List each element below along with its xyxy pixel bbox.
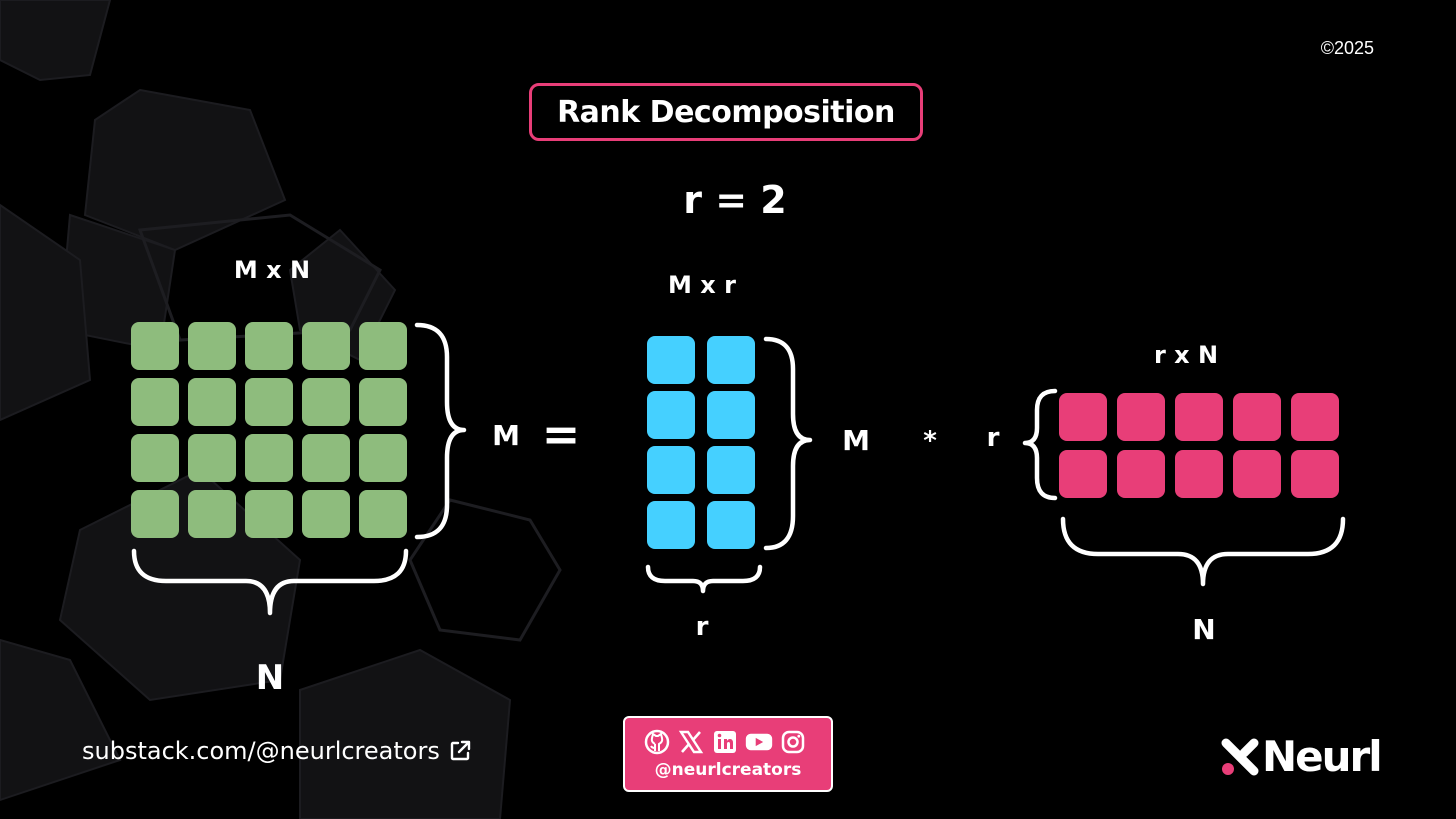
matrix-m-cell <box>131 490 179 538</box>
matrix-a-cell <box>707 336 755 384</box>
matrix-m-cell <box>188 378 236 426</box>
matrix-b-cell <box>1233 393 1281 441</box>
matrix-b-left-brace <box>1022 388 1058 501</box>
matrix-b-cell <box>1233 450 1281 498</box>
matrix-m-cell <box>245 378 293 426</box>
matrix-a-cell <box>707 501 755 549</box>
matrix-m-bottom-label: N <box>255 658 285 698</box>
matrix-b-cell <box>1291 450 1339 498</box>
matrix-b-bottom-label: N <box>1192 613 1216 646</box>
matrix-a-cell <box>647 391 695 439</box>
matrix-m-cell <box>188 322 236 370</box>
matrix-b-cell <box>1291 393 1339 441</box>
social-badge[interactable]: @neurlcreators <box>623 716 833 792</box>
matrix-m-cell <box>131 322 179 370</box>
neurl-logo-text: Neurl <box>1262 732 1383 781</box>
matrix-b-cell <box>1175 450 1223 498</box>
github-icon[interactable] <box>643 728 671 756</box>
multiply-sign: * <box>923 426 937 456</box>
matrix-m-side-label: M <box>492 419 520 452</box>
matrix-m-cell <box>245 434 293 482</box>
rank-expression: r = 2 <box>683 178 787 222</box>
matrix-m-cell <box>302 378 350 426</box>
matrix-a-bottom-brace <box>645 564 763 594</box>
copyright-text: ©2025 <box>1320 38 1374 58</box>
matrix-a-cell <box>647 501 695 549</box>
matrix-m-bottom-brace <box>131 548 409 616</box>
matrix-m-cell <box>188 434 236 482</box>
matrix-b-cell <box>1117 450 1165 498</box>
matrix-a-bottom-label: r <box>695 612 709 642</box>
substack-link-text: substack.com/@neurlcreators <box>82 737 440 765</box>
neurl-logo-mark-icon <box>1221 738 1259 775</box>
matrix-m-cell <box>245 322 293 370</box>
social-handle: @neurlcreators <box>654 760 802 780</box>
matrix-b-label: r x N <box>1153 341 1219 369</box>
matrix-m-right-brace <box>414 322 467 540</box>
matrix-m-cell <box>302 490 350 538</box>
external-link-icon <box>450 740 471 761</box>
matrix-a-cell <box>647 446 695 494</box>
matrix-b-cell <box>1059 450 1107 498</box>
matrix-m-cell <box>245 490 293 538</box>
matrix-a-label: M x r <box>668 271 736 299</box>
matrix-m-label: M x N <box>233 256 311 284</box>
instagram-icon[interactable] <box>779 728 807 756</box>
youtube-icon[interactable] <box>745 728 773 756</box>
equals-sign: = <box>541 407 581 461</box>
matrix-b-cell <box>1175 393 1223 441</box>
matrix-b-cell <box>1059 393 1107 441</box>
substack-link[interactable]: substack.com/@neurlcreators <box>82 737 472 765</box>
matrix-a-right-brace <box>763 336 813 551</box>
linkedin-icon[interactable] <box>711 728 739 756</box>
matrix-m-cell <box>359 322 407 370</box>
matrix-m-cell <box>302 322 350 370</box>
matrix-m-cell <box>302 434 350 482</box>
page-title: Rank Decomposition <box>529 83 923 141</box>
matrix-m-cell <box>359 434 407 482</box>
x-icon[interactable] <box>677 728 705 756</box>
page-title-text: Rank Decomposition <box>557 94 895 130</box>
matrix-m-cell <box>359 378 407 426</box>
matrix-m-cell <box>188 490 236 538</box>
matrix-a-cell <box>707 391 755 439</box>
matrix-m-cell <box>131 378 179 426</box>
matrix-m-cell <box>131 434 179 482</box>
matrix-b-cell <box>1117 393 1165 441</box>
matrix-a-cell <box>647 336 695 384</box>
neurl-logo: Neurl <box>1220 732 1383 781</box>
matrix-a-side-label: M <box>842 424 870 457</box>
matrix-m-cell <box>359 490 407 538</box>
matrix-a-cell <box>707 446 755 494</box>
matrix-b-bottom-brace <box>1060 516 1346 587</box>
matrix-b-side-label: r <box>986 423 1000 453</box>
